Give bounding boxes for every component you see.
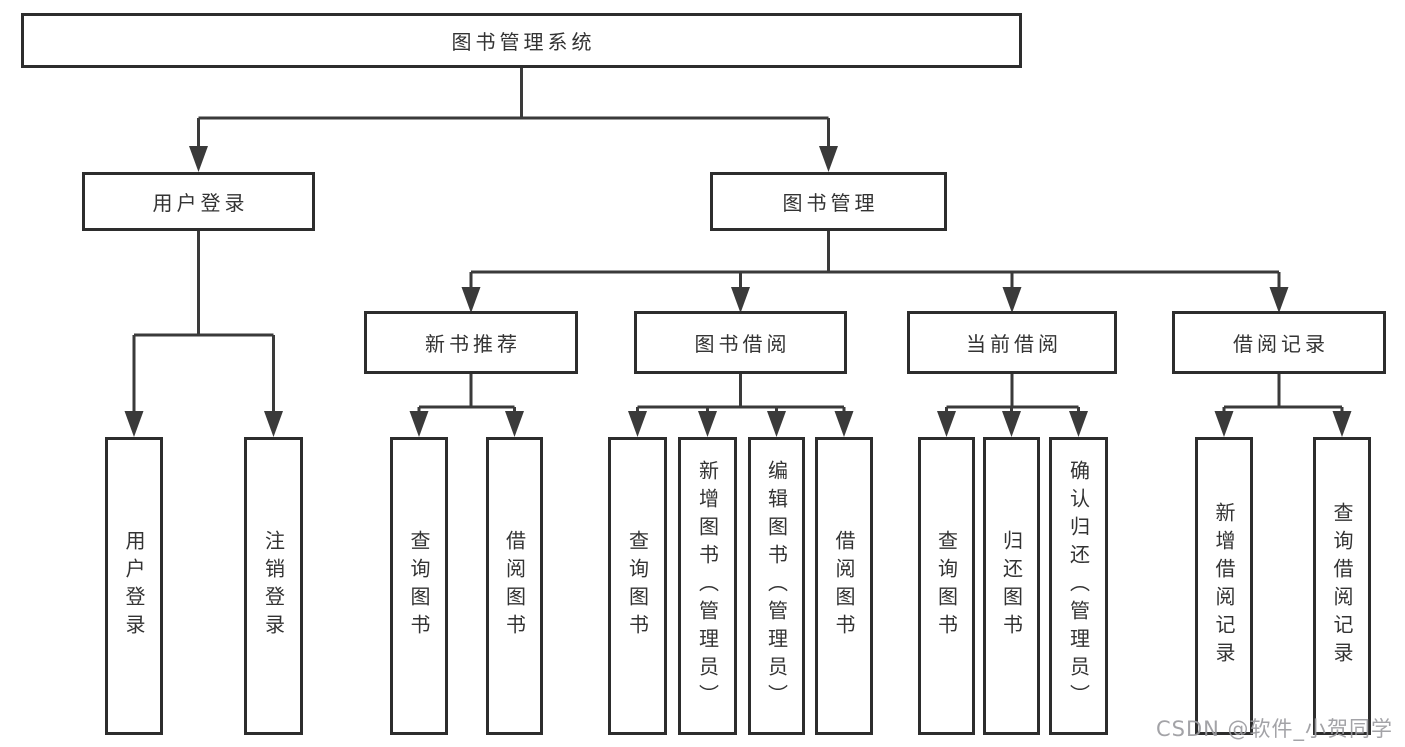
node-book-borrowing: 图书借阅 <box>634 311 847 374</box>
leaf-query-books-borrowing: 查询图书 <box>608 437 667 735</box>
connector-arrow <box>124 411 144 437</box>
node-book-management-label: 图书管理 <box>782 191 879 215</box>
leaf-add-borrow-record: 新增借阅记录 <box>1195 437 1253 735</box>
node-book-borrowing-label: 图书借阅 <box>694 332 791 356</box>
connector-arrow <box>1332 411 1352 437</box>
connector-arrow <box>731 287 750 313</box>
leaf-borrow-books-recommend-label: 借阅图书 <box>502 530 527 642</box>
leaf-query-books-recommend-label: 查询图书 <box>407 530 431 642</box>
node-new-book-recommendation: 新书推荐 <box>364 311 578 374</box>
connector-arrow <box>819 146 838 172</box>
leaf-query-books-borrowing-label: 查询图书 <box>625 530 650 642</box>
leaf-user-login-label: 用户登录 <box>122 530 146 642</box>
leaf-borrow-books-recommend: 借阅图书 <box>486 437 543 735</box>
node-book-management: 图书管理 <box>710 172 947 231</box>
connector-arrow <box>1269 287 1289 313</box>
node-user-login: 用户登录 <box>82 172 315 231</box>
connector-arrow <box>264 411 283 437</box>
connector-arrow <box>628 411 647 437</box>
leaf-edit-book-admin: 编辑图书（管理员） <box>748 437 805 735</box>
leaf-borrow-books-borrowing-label: 借阅图书 <box>832 530 856 642</box>
leaf-confirm-return-admin: 确认归还（管理员） <box>1049 437 1108 735</box>
node-user-login-label: 用户登录 <box>152 191 249 215</box>
leaf-query-books-recommend: 查询图书 <box>390 437 448 735</box>
leaf-query-borrow-record: 查询借阅记录 <box>1313 437 1371 735</box>
node-library-management-system: 图书管理系统 <box>21 13 1022 68</box>
leaf-logout-label: 注销登录 <box>261 530 286 642</box>
leaf-add-book-admin: 新增图书（管理员） <box>678 437 737 735</box>
connector-arrow <box>189 146 208 172</box>
node-current-borrowing: 当前借阅 <box>907 311 1117 374</box>
leaf-query-books-current: 查询图书 <box>918 437 975 735</box>
node-borrowing-records-label: 借阅记录 <box>1233 332 1329 356</box>
leaf-query-books-current-label: 查询图书 <box>934 530 959 642</box>
leaf-user-login: 用户登录 <box>105 437 163 735</box>
node-library-management-system-label: 图书管理系统 <box>451 30 596 54</box>
leaf-edit-book-admin-label: 编辑图书（管理员） <box>764 460 789 712</box>
leaf-query-borrow-record-label: 查询借阅记录 <box>1330 502 1354 670</box>
connector-arrow <box>1002 411 1021 437</box>
node-borrowing-records: 借阅记录 <box>1172 311 1386 374</box>
connector-arrow <box>1002 287 1022 313</box>
leaf-add-borrow-record-label: 新增借阅记录 <box>1212 502 1236 670</box>
node-new-book-recommendation-label: 新书推荐 <box>425 332 521 356</box>
connector-arrow <box>1214 411 1234 437</box>
connector-arrow <box>698 411 717 437</box>
leaf-return-books-label: 归还图书 <box>999 530 1024 642</box>
csdn-watermark: CSDN @软件_小贺同学 <box>1156 717 1394 741</box>
leaf-logout: 注销登录 <box>244 437 303 735</box>
leaf-return-books: 归还图书 <box>983 437 1040 735</box>
connector-arrow <box>1069 411 1088 437</box>
connector-arrow <box>505 411 524 437</box>
leaf-add-book-admin-label: 新增图书（管理员） <box>695 460 720 712</box>
connector-arrow <box>767 411 786 437</box>
connector-arrow <box>834 411 854 437</box>
connector-arrow <box>409 411 429 437</box>
connector-arrow <box>461 287 481 313</box>
connector-arrow <box>937 411 956 437</box>
node-current-borrowing-label: 当前借阅 <box>966 332 1062 356</box>
leaf-confirm-return-admin-label: 确认归还（管理员） <box>1066 460 1091 712</box>
leaf-borrow-books-borrowing: 借阅图书 <box>815 437 873 735</box>
